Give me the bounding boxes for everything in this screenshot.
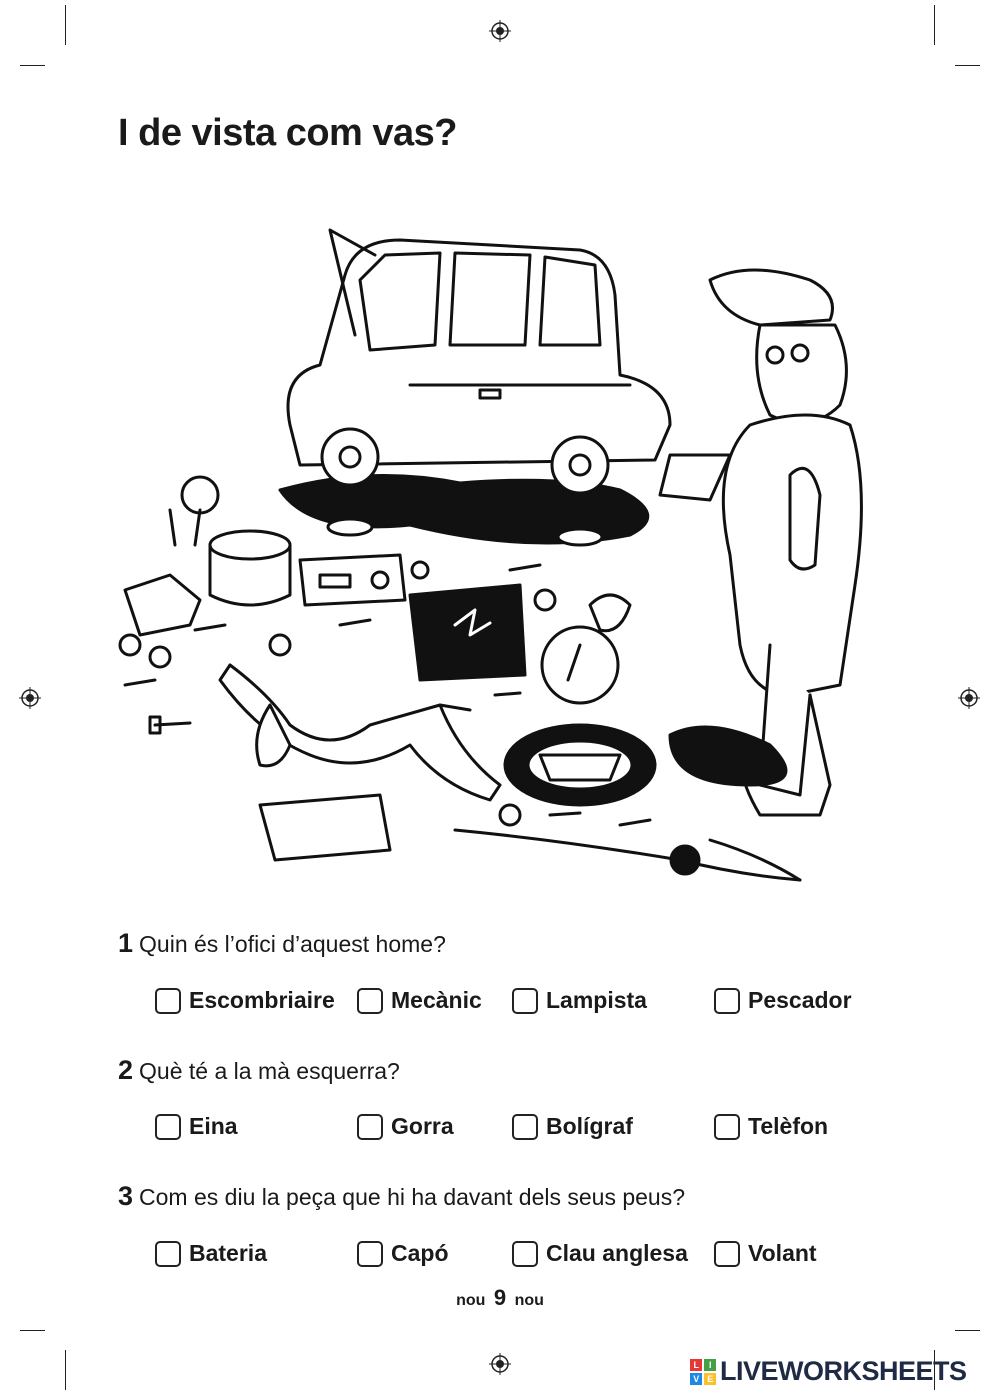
registration-mark-icon (958, 687, 980, 709)
checkbox-icon[interactable] (714, 1113, 740, 1140)
option-label: Eina (189, 1113, 238, 1139)
footer-left-text: nou (456, 1292, 486, 1309)
question-text: Com es diu la peça que hi ha davant dels… (139, 1184, 686, 1210)
option-label: Clau anglesa (546, 1240, 688, 1266)
checkbox-icon[interactable] (357, 1240, 383, 1267)
option-mecanic[interactable]: Mecànic (357, 987, 482, 1014)
option-eina[interactable]: Eina (155, 1113, 238, 1140)
crop-mark (65, 5, 66, 45)
crop-mark (65, 1350, 66, 1390)
checkbox-icon[interactable] (357, 987, 383, 1014)
crop-mark (20, 1330, 45, 1331)
footer-right-text: nou (514, 1292, 544, 1309)
option-bateria[interactable]: Bateria (155, 1240, 267, 1267)
checkbox-icon[interactable] (512, 987, 538, 1014)
option-label: Bolígraf (546, 1113, 633, 1139)
crop-mark (934, 5, 935, 45)
option-clau-anglesa[interactable]: Clau anglesa (512, 1240, 688, 1267)
question-text: Què té a la mà esquerra? (139, 1058, 400, 1084)
option-label: Mecànic (391, 987, 482, 1013)
checkbox-icon[interactable] (714, 987, 740, 1014)
checkbox-icon[interactable] (357, 1113, 383, 1140)
option-label: Volant (748, 1240, 817, 1266)
page-number: 9 (493, 1285, 507, 1310)
checkbox-icon[interactable] (512, 1240, 538, 1267)
checkbox-icon[interactable] (155, 1113, 181, 1140)
option-boligraf[interactable]: Bolígraf (512, 1113, 633, 1140)
question-number: 2 (118, 1055, 134, 1085)
page-title: I de vista com vas? (118, 112, 458, 154)
logo-letter: V (690, 1372, 702, 1385)
checkbox-icon[interactable] (155, 987, 181, 1014)
option-label: Pescador (748, 987, 852, 1013)
option-lampista[interactable]: Lampista (512, 987, 647, 1014)
page-footer: nou 9 nou (0, 1285, 1000, 1311)
crop-mark (20, 65, 45, 66)
logo-letter: I (704, 1358, 716, 1371)
option-telefon[interactable]: Telèfon (714, 1113, 828, 1140)
logo-letter: E (704, 1372, 716, 1385)
registration-mark-icon (489, 20, 511, 42)
question-number: 1 (118, 928, 134, 958)
crop-mark (955, 65, 980, 66)
liveworksheets-watermark: L I V E LIVEWORKSHEETS (690, 1356, 967, 1387)
checkbox-icon[interactable] (512, 1113, 538, 1140)
option-volant[interactable]: Volant (714, 1240, 817, 1267)
liveworksheets-logo-icon: L I V E (690, 1358, 716, 1385)
mechanic-illustration (118, 228, 863, 882)
option-label: Gorra (391, 1113, 454, 1139)
option-escombriaire[interactable]: Escombriaire (155, 987, 335, 1014)
registration-mark-icon (19, 687, 41, 709)
question-text: Quin és l’ofici d’aquest home? (139, 931, 446, 957)
watermark-text: LIVEWORKSHEETS (720, 1356, 967, 1386)
option-label: Bateria (189, 1240, 267, 1266)
option-gorra[interactable]: Gorra (357, 1113, 454, 1140)
option-capo[interactable]: Capó (357, 1240, 449, 1267)
checkbox-icon[interactable] (155, 1240, 181, 1267)
registration-mark-icon (489, 1353, 511, 1375)
option-pescador[interactable]: Pescador (714, 987, 852, 1014)
option-label: Lampista (546, 987, 647, 1013)
checkbox-icon[interactable] (714, 1240, 740, 1267)
question-number: 3 (118, 1181, 134, 1211)
option-label: Escombriaire (189, 987, 335, 1013)
crop-mark (955, 1330, 980, 1331)
logo-letter: L (690, 1358, 702, 1371)
option-label: Capó (391, 1240, 449, 1266)
crop-mark (934, 1350, 935, 1390)
option-label: Telèfon (748, 1113, 829, 1139)
